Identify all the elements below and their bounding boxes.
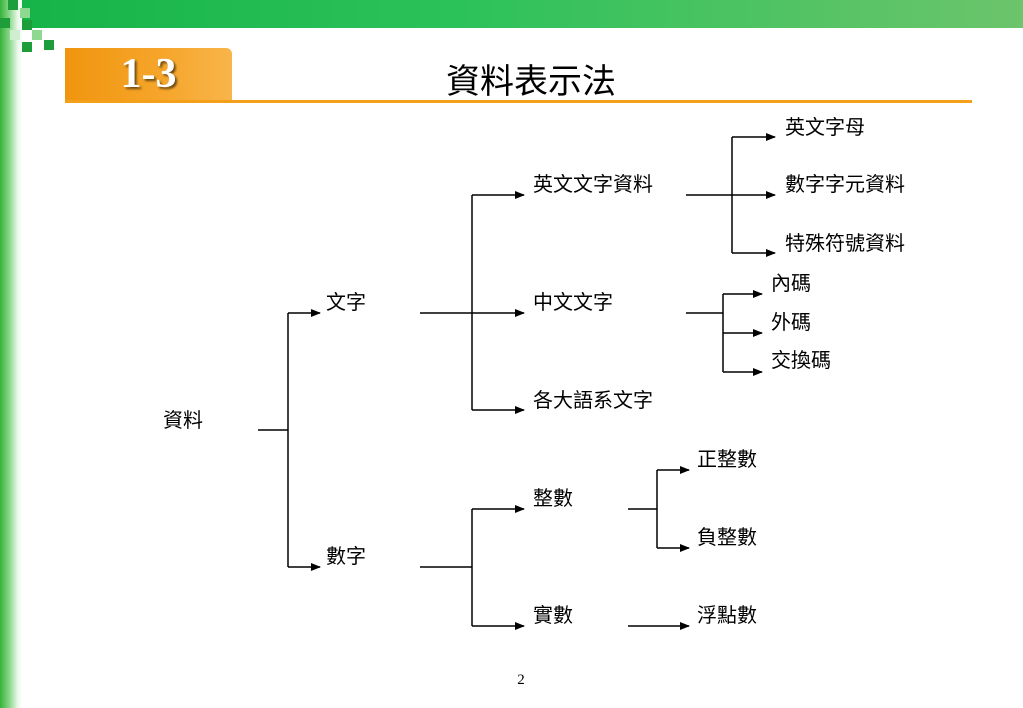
title-underline — [65, 100, 972, 103]
checker-square — [10, 30, 20, 40]
node-internal-code: 內碼 — [771, 271, 811, 295]
page-number: 2 — [517, 672, 525, 688]
node-negative-integer: 負整數 — [697, 525, 757, 549]
node-special-symbols: 特殊符號資料 — [785, 231, 905, 255]
node-number: 數字 — [326, 544, 366, 568]
corner-checker-decoration — [0, 0, 54, 52]
node-root: 資料 — [163, 408, 203, 432]
node-external-code: 外碼 — [771, 310, 811, 334]
checker-square — [32, 30, 42, 40]
node-real: 實數 — [533, 603, 573, 627]
node-english-letters: 英文字母 — [785, 115, 865, 139]
top-banner — [0, 0, 1023, 28]
node-multilingual-text: 各大語系文字 — [533, 388, 653, 412]
checker-square — [0, 18, 10, 28]
node-chinese-text: 中文文字 — [533, 290, 613, 314]
checker-square — [8, 0, 18, 10]
node-text: 文字 — [326, 290, 366, 314]
checker-square — [22, 20, 32, 30]
node-integer: 整數 — [533, 486, 573, 510]
slide-title: 資料表示法 — [446, 62, 616, 102]
checker-square — [44, 40, 54, 50]
section-number: 1-3 — [120, 51, 177, 97]
node-exchange-code: 交換碼 — [771, 348, 831, 372]
checker-square — [20, 8, 30, 18]
node-positive-integer: 正整數 — [697, 447, 757, 471]
node-digit-characters: 數字字元資料 — [785, 172, 905, 196]
checker-square — [22, 42, 32, 52]
node-english-text: 英文文字資料 — [533, 172, 653, 196]
section-tab: 1-3 — [65, 48, 232, 102]
left-banner — [0, 0, 22, 708]
node-floating-point: 浮點數 — [697, 603, 757, 627]
